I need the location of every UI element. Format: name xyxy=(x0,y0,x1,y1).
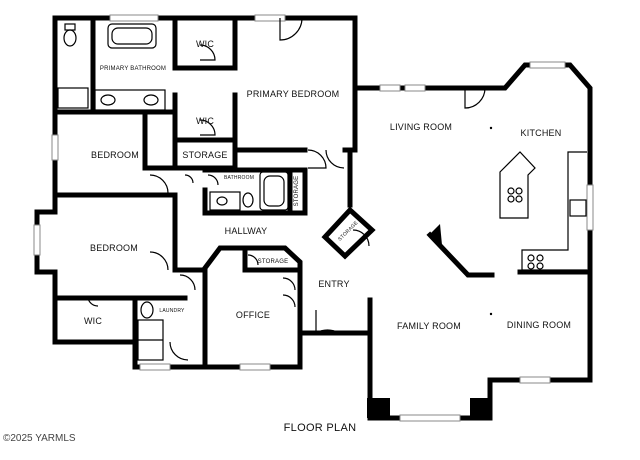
label-kitchen: KITCHEN xyxy=(521,128,562,138)
label-wic-bottom: WIC xyxy=(84,316,102,326)
label-storage-2: STORAGE xyxy=(294,176,300,207)
label-dining-room: DINING ROOM xyxy=(507,320,571,330)
label-primary-bathroom: PRIMARY BATHROOM xyxy=(100,66,166,72)
label-entry: ENTRY xyxy=(318,279,349,289)
doors xyxy=(87,17,486,361)
label-hallway: HALLWAY xyxy=(225,226,268,236)
fixtures xyxy=(57,23,587,418)
floor-plan-title: FLOOR PLAN xyxy=(283,422,357,434)
label-bedroom-1: BEDROOM xyxy=(91,150,139,160)
windows xyxy=(33,14,594,422)
label-family-room: FAMILY ROOM xyxy=(397,321,461,331)
label-primary-bedroom: PRIMARY BEDROOM xyxy=(247,89,340,99)
room-labels: PRIMARY BATHROOM WIC PRIMARY BEDROOM WIC… xyxy=(84,39,571,331)
label-bathroom: BATHROOM xyxy=(224,175,254,181)
interior-walls xyxy=(52,15,593,370)
label-storage-4: STORAGE xyxy=(258,259,289,265)
label-living-room: LIVING ROOM xyxy=(390,122,452,132)
label-wic-top: WIC xyxy=(196,39,214,49)
label-office: OFFICE xyxy=(236,310,270,320)
label-wic-mid: WIC xyxy=(196,116,214,126)
label-storage-1: STORAGE xyxy=(182,150,227,160)
label-bedroom-2: BEDROOM xyxy=(90,243,138,253)
label-laundry: LAUNDRY xyxy=(159,308,185,314)
copyright-watermark: ©2025 YARMLS xyxy=(3,433,76,444)
